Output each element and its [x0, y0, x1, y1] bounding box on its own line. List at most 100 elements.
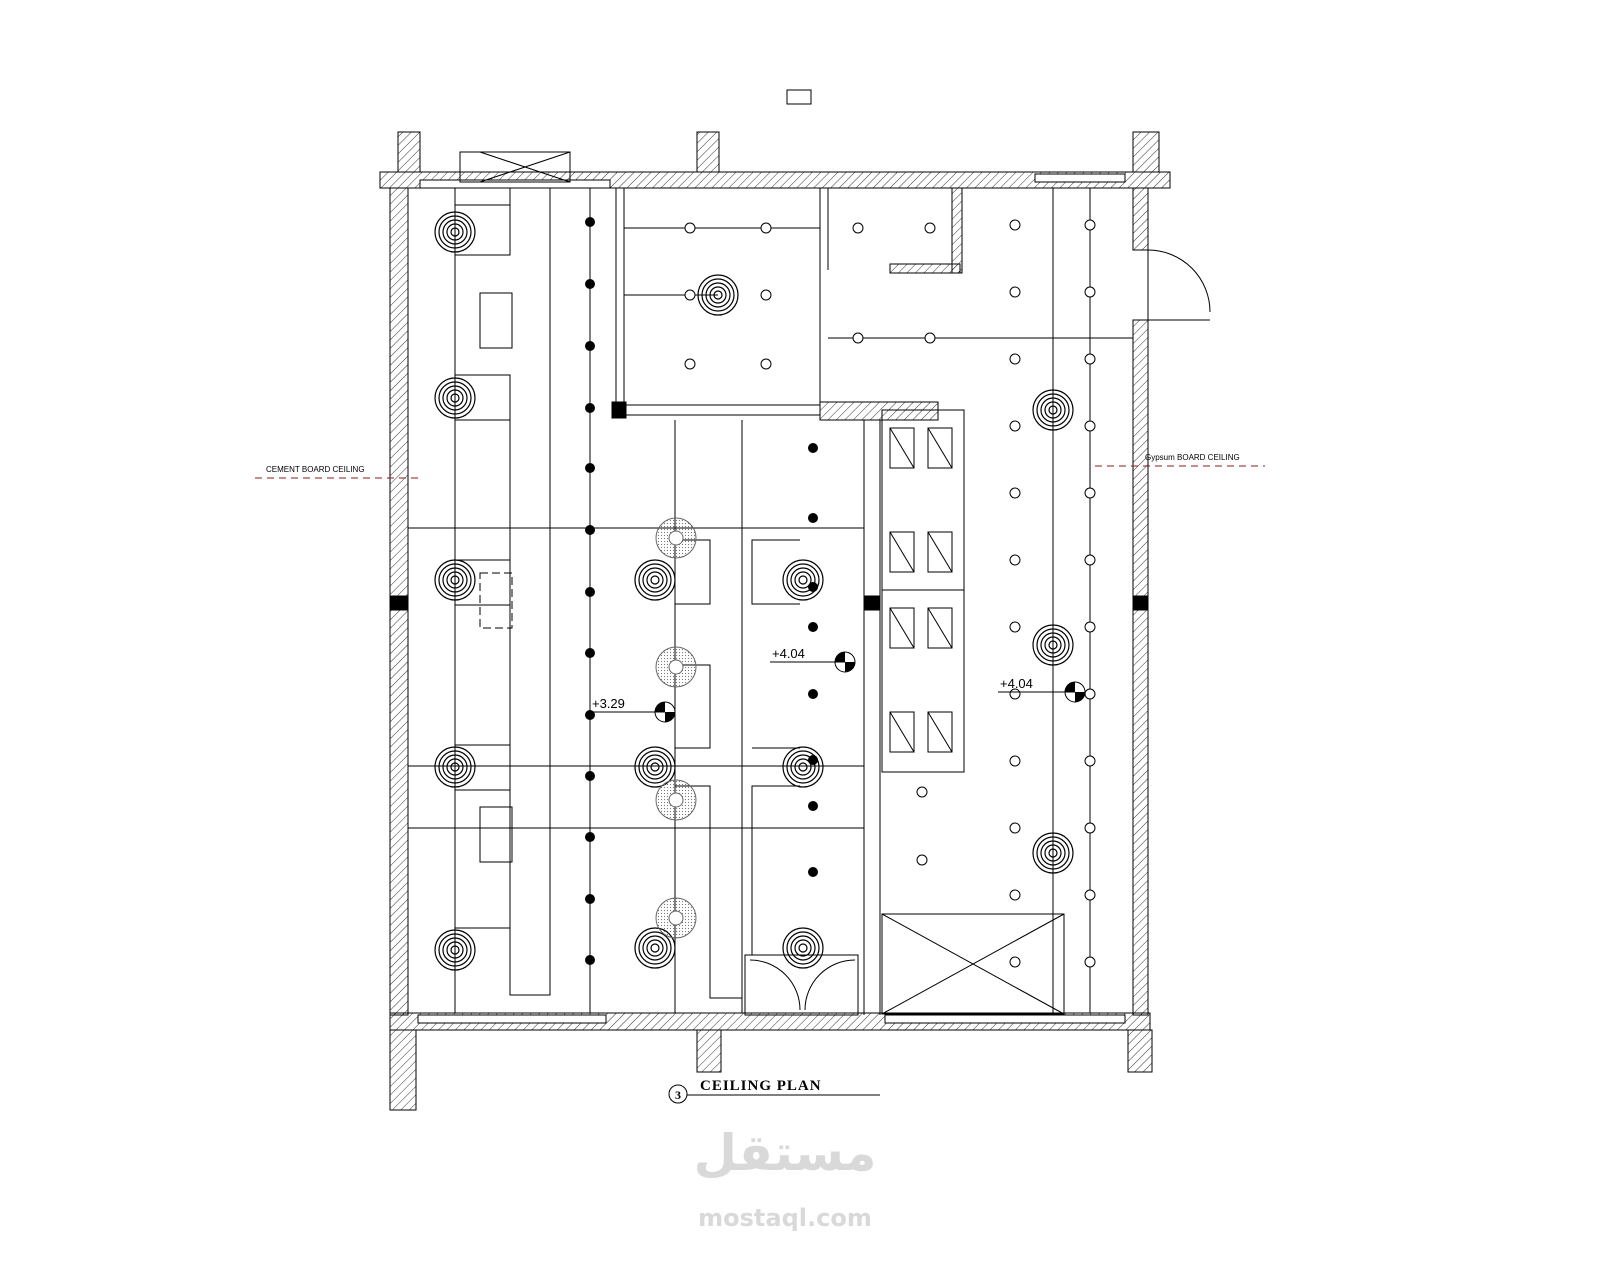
spotlight-icon: [709, 286, 727, 304]
spotlight-icon: [1032, 389, 1074, 431]
ceiling-panel-diagonal: [927, 607, 953, 649]
downlight-icon: [585, 955, 595, 965]
downlight-icon: [585, 463, 595, 473]
spotlight-icon: [642, 754, 668, 780]
downlight-icon: [585, 832, 595, 842]
spotlight-icon: [446, 758, 464, 776]
ceiling-panel-diagonal: [889, 531, 915, 573]
spotlight-icon: [650, 762, 660, 772]
downlight-icon: [1084, 219, 1096, 231]
spotlight-icon: [434, 211, 476, 253]
spotlight-icon: [794, 571, 812, 589]
downlight-icon: [1009, 621, 1021, 633]
downlight-icon: [760, 222, 772, 234]
spotlight-icon: [1044, 844, 1062, 862]
light-fixtures: [434, 211, 1096, 971]
downlight-icon: [1084, 554, 1096, 566]
downlight-icon: [852, 332, 864, 344]
spotlight-icon: [638, 750, 672, 784]
spotlight-icon: [646, 571, 664, 589]
downlight-icon: [808, 801, 818, 811]
downlight-icon: [1084, 755, 1096, 767]
interior-partitions: [408, 151, 1211, 1016]
elevation-label: +4.04: [772, 646, 805, 661]
spotlight-icon: [446, 223, 464, 241]
downlight-icon: [924, 222, 936, 234]
spotlight-icon: [1032, 832, 1074, 874]
downlight-icon: [684, 222, 696, 234]
ceiling-panel: [889, 427, 915, 469]
downlight-icon: [585, 217, 595, 227]
downlight-icon: [1084, 353, 1096, 365]
spotlight-icon: [434, 559, 476, 601]
spotlight-icon: [642, 935, 668, 961]
downlight-icon: [1009, 956, 1021, 968]
spotlight-icon: [1036, 628, 1070, 662]
spotlight-icon: [786, 563, 820, 597]
downlight-icon: [1009, 889, 1021, 901]
downlight-icon: [585, 525, 595, 535]
spotlight-icon: [798, 762, 808, 772]
spotlight-icon: [790, 567, 816, 593]
spotlight-icon: [786, 931, 820, 965]
downlight-icon: [585, 403, 595, 413]
spotlight-icon: [450, 575, 460, 585]
ceiling-panel: [889, 531, 915, 573]
ceiling-panel: [927, 711, 953, 753]
downlight-icon: [585, 771, 595, 781]
spotlight-icon: [782, 746, 824, 788]
downlight-icon: [1084, 889, 1096, 901]
pendant-light-icon: [668, 792, 684, 808]
spotlight-icon: [798, 575, 808, 585]
pendant-light-icon: [668, 659, 684, 675]
spotlight-icon: [1048, 405, 1058, 415]
ceiling-type-labels: CEMENT BOARD CEILING Gypsum BOARD CEILIN…: [255, 453, 1265, 479]
downlight-icon: [1084, 621, 1096, 633]
downlight-icon: [684, 289, 696, 301]
downlight-icon: [808, 582, 818, 592]
spotlight-icon: [701, 278, 735, 312]
spotlight-icon: [438, 563, 472, 597]
downlight-icon: [1084, 286, 1096, 298]
ceiling-panel-diagonal: [927, 531, 953, 573]
spotlight-icon: [438, 381, 472, 415]
spotlight-icon: [646, 758, 664, 776]
ceiling-panel-diagonal: [889, 711, 915, 753]
downlight-icon: [1084, 420, 1096, 432]
ceiling-panel: [927, 531, 953, 573]
ceiling-panel-diagonal: [889, 427, 915, 469]
level-marker-icon: [835, 652, 855, 672]
spotlight-icon: [450, 945, 460, 955]
ceiling-panel: [889, 711, 915, 753]
spotlight-icon: [794, 758, 812, 776]
downlight-icon: [1009, 420, 1021, 432]
downlight-icon: [585, 587, 595, 597]
spotlight-icon: [434, 377, 476, 419]
spotlight-icon: [705, 282, 731, 308]
spotlight-icon: [1032, 624, 1074, 666]
spotlight-icon: [638, 931, 672, 965]
spotlight-icon: [1048, 640, 1058, 650]
downlight-icon: [585, 648, 595, 658]
pendant-light-icon: [668, 910, 684, 926]
spotlight-icon: [442, 385, 468, 411]
spotlight-icon: [1048, 848, 1058, 858]
spotlight-icon: [446, 389, 464, 407]
spotlight-icon: [1044, 636, 1062, 654]
spotlight-icon: [794, 939, 812, 957]
downlight-icon: [585, 894, 595, 904]
downlight-icon: [1009, 487, 1021, 499]
elevation-label: +4.04: [1000, 676, 1033, 691]
spotlight-icon: [442, 567, 468, 593]
ceiling-panel: [889, 607, 915, 649]
downlight-icon: [1084, 487, 1096, 499]
downlight-icon: [585, 279, 595, 289]
pendant-light-icon: [668, 530, 684, 546]
ceiling-panel: [927, 427, 953, 469]
downlight-icon: [808, 513, 818, 523]
ceiling-panel-diagonal: [889, 607, 915, 649]
spotlight-icon: [1036, 836, 1070, 870]
spotlight-icon: [634, 927, 676, 969]
spotlight-icon: [438, 933, 472, 967]
